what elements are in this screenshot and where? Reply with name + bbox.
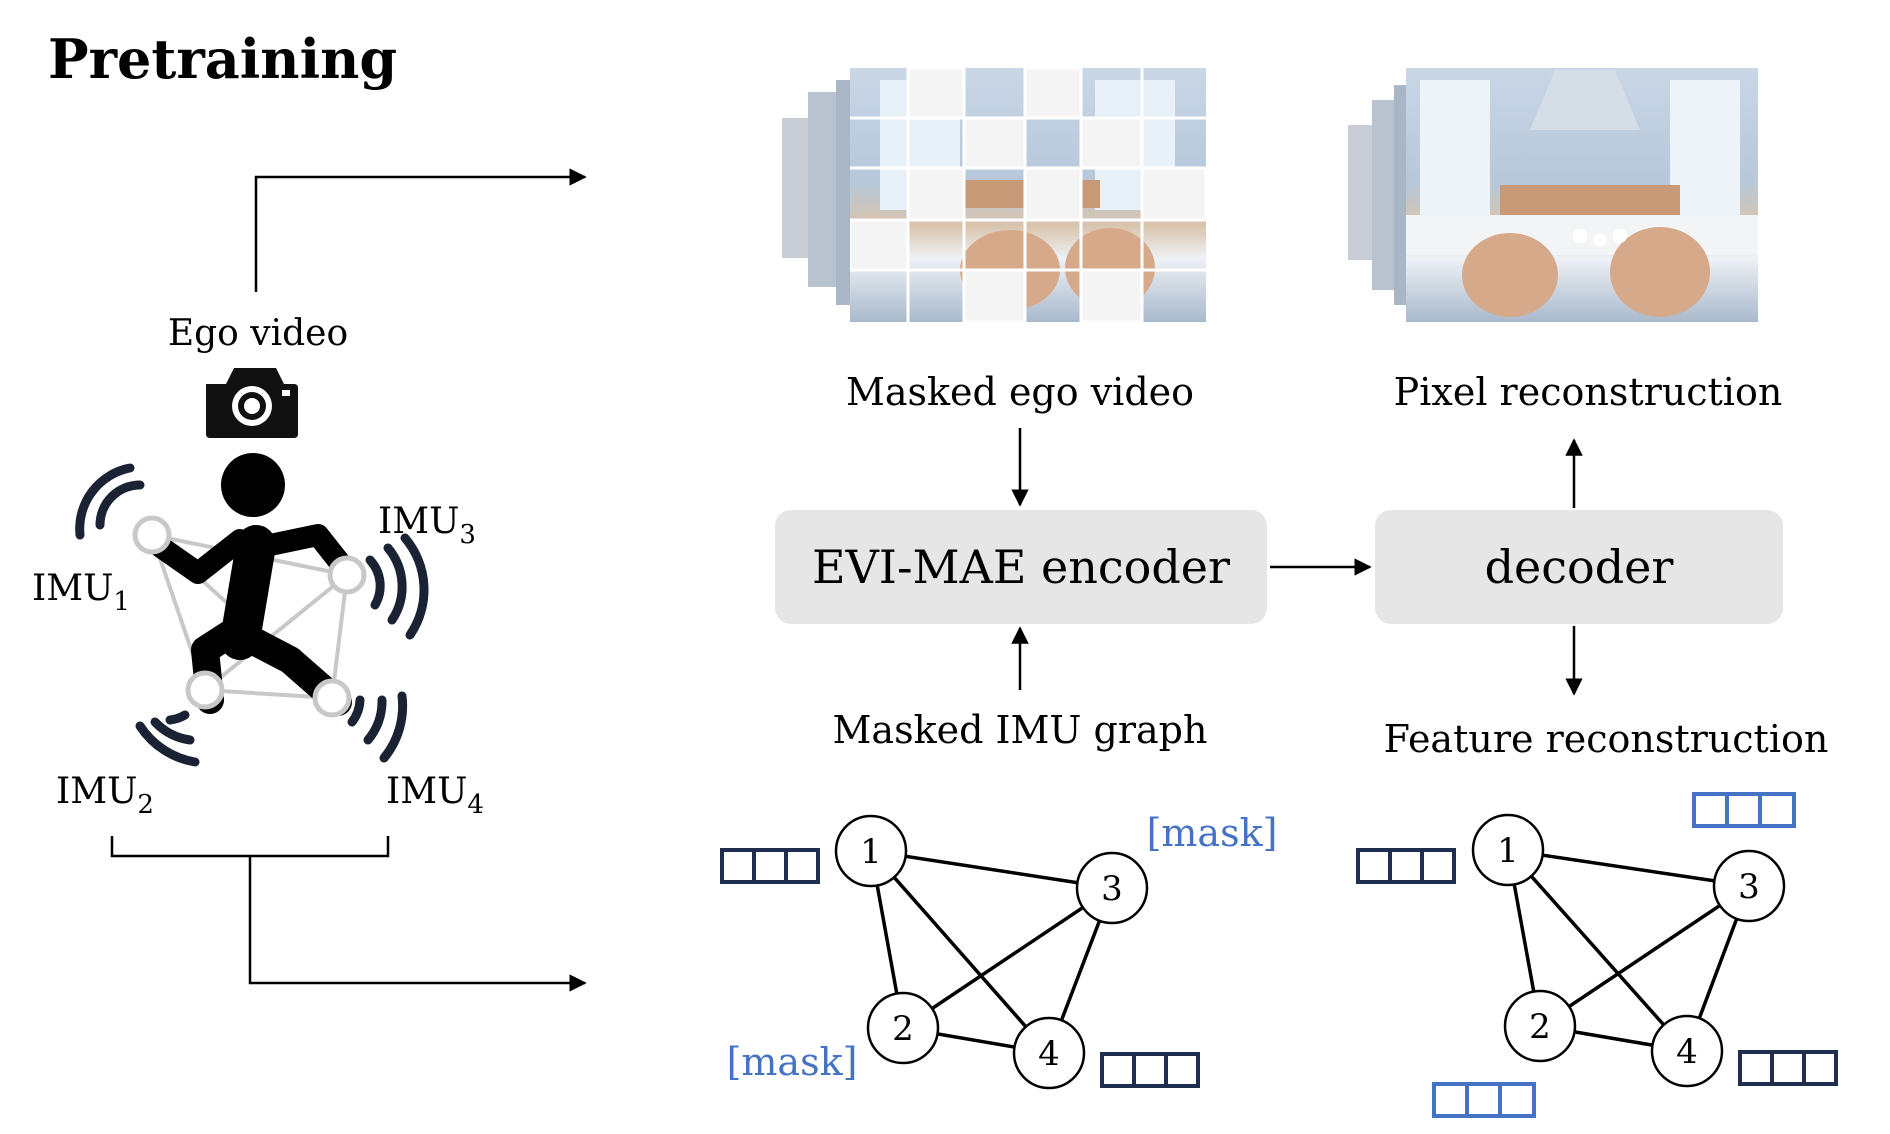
graph1-node-3 <box>1075 851 1149 925</box>
graph2-node-3-label: 3 <box>1738 867 1760 907</box>
graph1-node-4 <box>1012 1016 1086 1090</box>
imu-arrow <box>248 870 587 992</box>
reconstructed-video-frames <box>1348 68 1758 322</box>
graph2-recon-token-node2 <box>1432 1082 1536 1118</box>
graph1-node-4-label: 4 <box>1038 1034 1060 1074</box>
graph1-node-1 <box>834 814 908 888</box>
imu-brace <box>110 836 390 870</box>
graph1-node-2-label: 2 <box>892 1009 914 1049</box>
masked-imu-label: Masked IMU graph <box>833 708 1208 752</box>
graph1-node-3-label: 3 <box>1101 869 1123 909</box>
encoder-box <box>775 510 1267 624</box>
decoder-label: decoder <box>1485 540 1674 594</box>
graph1-token-node1 <box>720 848 820 884</box>
ego-video-label: Ego video <box>168 313 348 354</box>
pixel-recon-label: Pixel reconstruction <box>1394 370 1783 414</box>
imu2-label: IMU2 <box>56 771 154 820</box>
imu3-label: IMU3 <box>378 501 476 550</box>
graph2-token-node1 <box>1356 848 1456 884</box>
graph2-token-node4 <box>1738 1050 1838 1086</box>
imu1-label: IMU1 <box>32 568 130 617</box>
imu-sensor-nodes <box>132 515 367 718</box>
graph1-node-1-label: 1 <box>860 832 882 872</box>
graph2-node-1 <box>1471 813 1545 887</box>
mask-token-node2: [mask] <box>727 1040 858 1084</box>
masked-video-label: Masked ego video <box>846 370 1194 414</box>
masked-imu-graph: 1 3 2 4 [mask] [mask] <box>720 811 1278 1090</box>
page-title: Pretraining <box>48 27 397 91</box>
graph2-recon-token-node3 <box>1692 792 1796 828</box>
graph2-node-2-label: 2 <box>1529 1007 1551 1047</box>
running-person-icon <box>147 453 363 716</box>
mask-token-node3: [mask] <box>1147 811 1278 855</box>
graph2-node-1-label: 1 <box>1497 831 1519 871</box>
graph2-node-2 <box>1503 989 1577 1063</box>
graph1-token-node4 <box>1100 1052 1200 1088</box>
encoder-label: EVI-MAE encoder <box>812 540 1230 594</box>
signal-wave-icons <box>75 463 429 767</box>
reconstructed-imu-graph: 1 3 2 4 <box>1356 792 1838 1118</box>
graph1-node-2 <box>866 991 940 1065</box>
imu4-label: IMU4 <box>386 771 484 820</box>
camera-icon <box>206 368 298 438</box>
video-arrow <box>254 168 587 292</box>
masked-video-frames <box>782 68 1206 322</box>
graph2-node-4 <box>1650 1014 1724 1088</box>
graph2-node-4-label: 4 <box>1676 1032 1698 1072</box>
feature-recon-label: Feature reconstruction <box>1384 717 1829 761</box>
graph2-node-3 <box>1712 849 1786 923</box>
decoder-box <box>1375 510 1783 624</box>
